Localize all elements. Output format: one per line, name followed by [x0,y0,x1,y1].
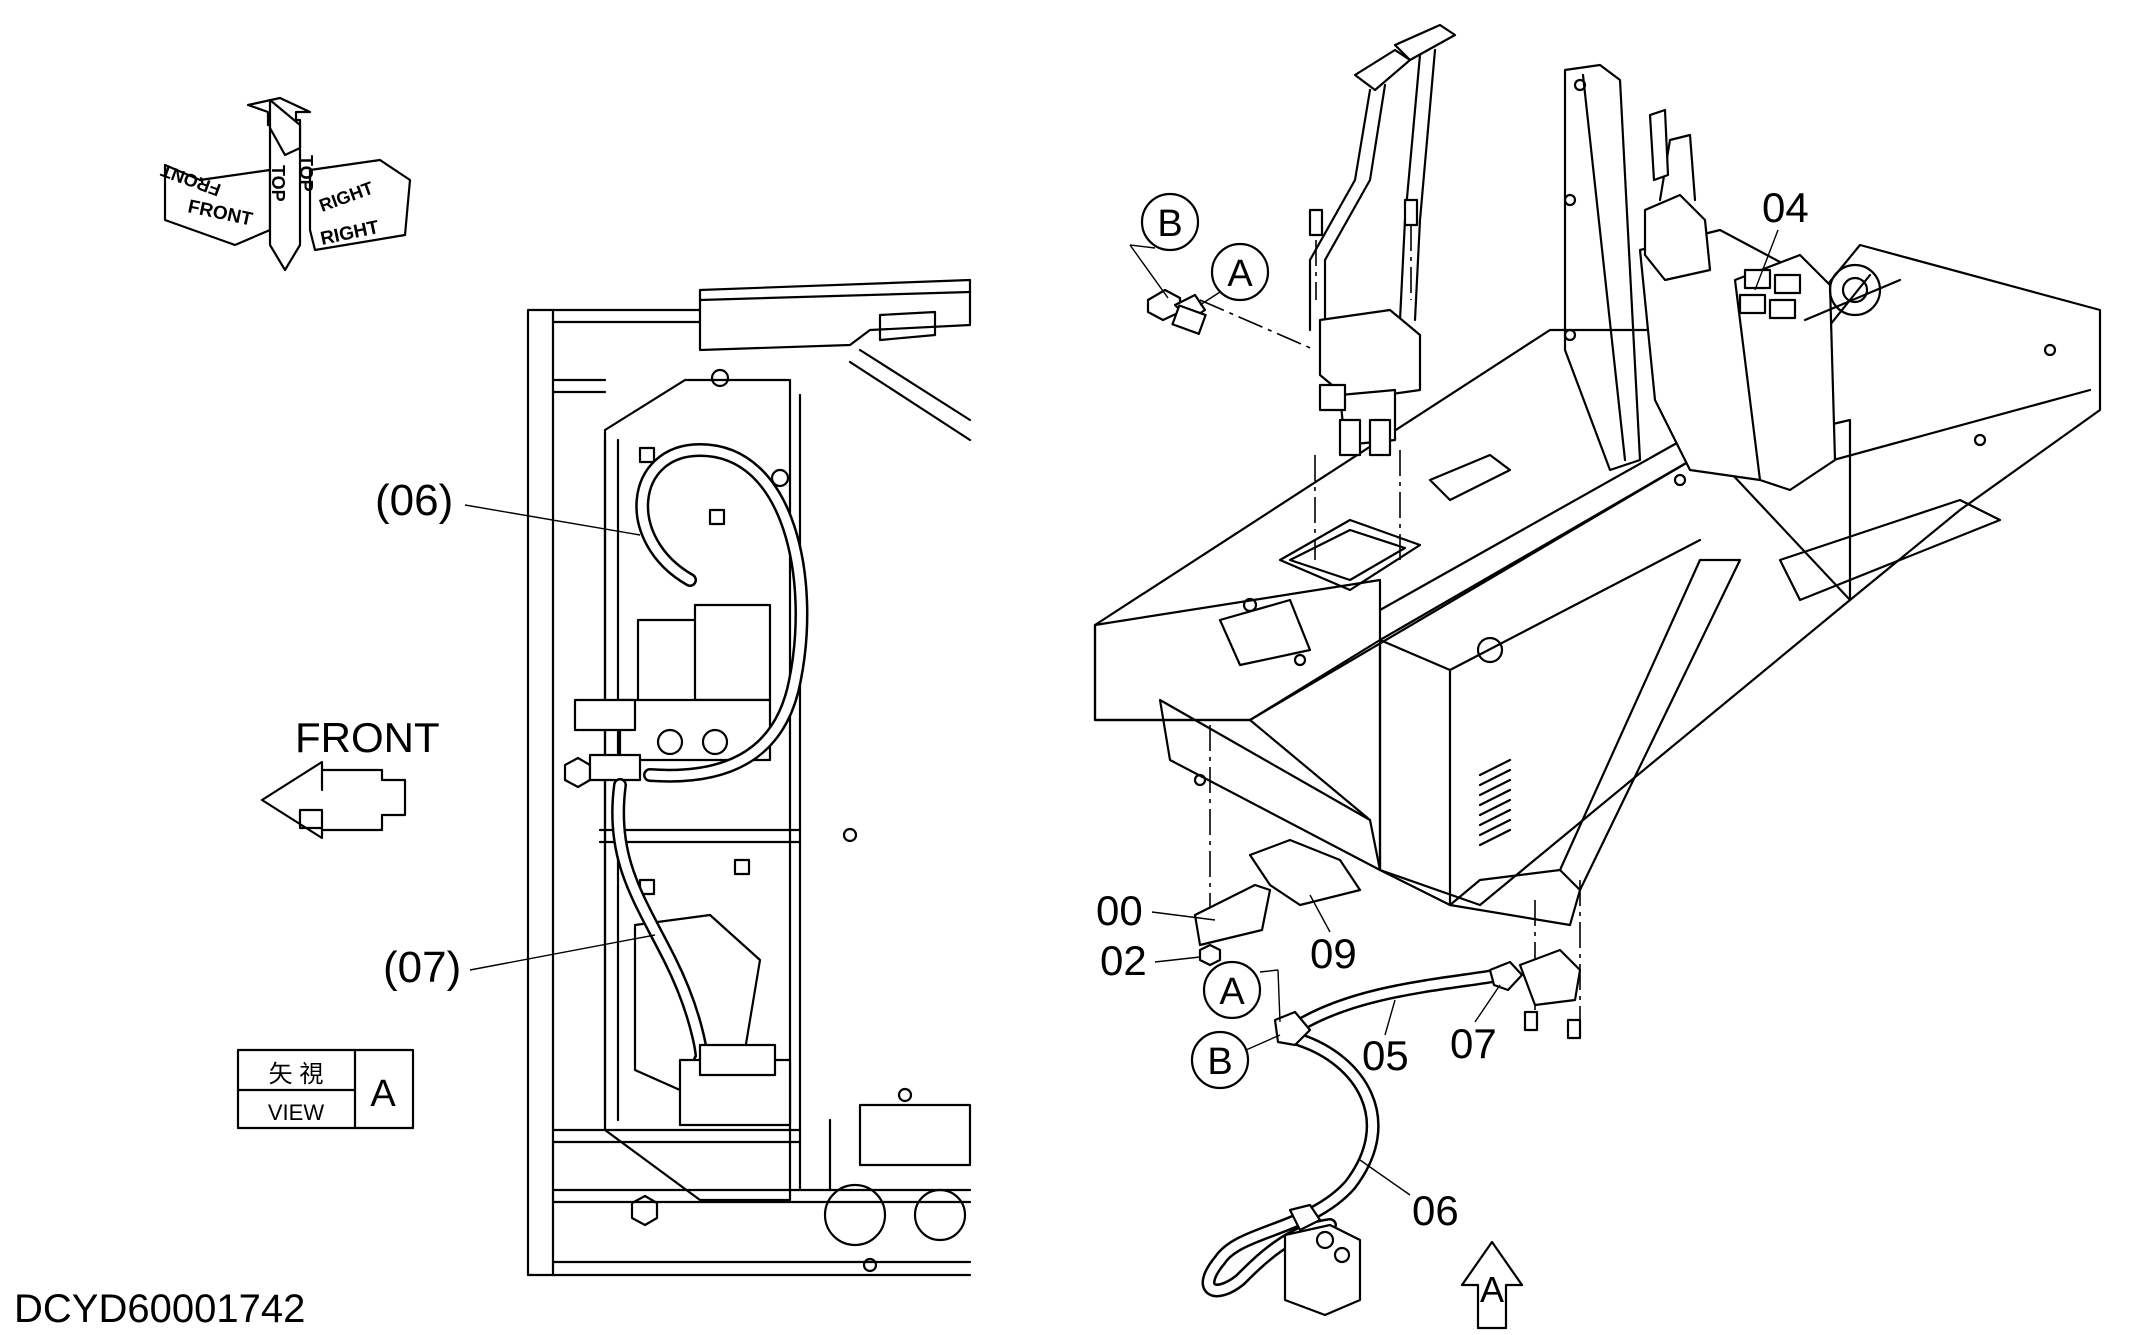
svg-text:A: A [1227,253,1253,295]
callout-00: 00 [1096,887,1143,934]
view-label: VIEW [268,1100,324,1125]
view-letter: A [370,1073,396,1115]
svg-text:A: A [1480,1269,1504,1310]
svg-text:B: B [1207,1041,1232,1083]
callout-07: 07 [1450,1020,1497,1067]
left-callout-07-leader [469,934,656,971]
right-frame [1093,243,2102,927]
front-arrow [260,760,407,840]
joystick-console [1638,108,1902,492]
nut-02 [1198,943,1222,967]
callout-02: 02 [1100,937,1147,984]
circle-label-bottom-b: B [1190,1030,1281,1090]
top-fitting [1146,288,1207,335]
callout-09: 09 [1310,930,1357,977]
lower-hose-05 [1293,968,1507,1032]
plate-09 [1248,838,1362,907]
left-callout-06: (06) [375,476,453,525]
callout-05: 05 [1362,1032,1409,1079]
pedal-assembly [1308,23,1457,457]
lower-valve [1283,1203,1362,1317]
circle-label-top-b: B [1129,192,1200,299]
left-hose-06 [635,442,809,783]
view-a-box: 矢 視 VIEW A [236,1048,415,1130]
callout-06: 06 [1412,1187,1459,1234]
left-callout-06-leader [464,504,641,536]
orientation-icon: FRONT FRONT TOP TOP RIGHT RIGHT [158,96,412,272]
left-valve-block [573,603,772,782]
orientation-label-top: TOP [296,155,316,192]
assembly-line-8 [1199,299,1316,351]
svg-text:A: A [1219,971,1245,1013]
callout-04: 04 [1762,184,1809,231]
left-view-frame [526,278,972,1277]
drawing-id: DCYD60001742 [14,1287,305,1331]
circle-label-bottom-a: A [1202,960,1281,1023]
orientation-label-top-mirrored: TOP [268,165,288,202]
view-kanji: 矢 視 [269,1061,324,1088]
lower-fitting-b [1273,1010,1312,1047]
view-arrow-a: A [1460,1240,1524,1330]
vent-grille [1478,758,1512,847]
svg-text:B: B [1157,203,1182,245]
front-label: FRONT [295,714,440,761]
left-callout-07: (07) [383,943,461,992]
circle-label-top-a: A [1199,242,1270,306]
fitting-07 [1488,960,1524,992]
left-hose-07 [611,778,709,1069]
lower-bracket [1518,948,1582,1040]
back-panel [1563,63,1642,472]
lower-hose-06 [1201,1033,1380,1298]
bracket-00 [1193,883,1272,947]
